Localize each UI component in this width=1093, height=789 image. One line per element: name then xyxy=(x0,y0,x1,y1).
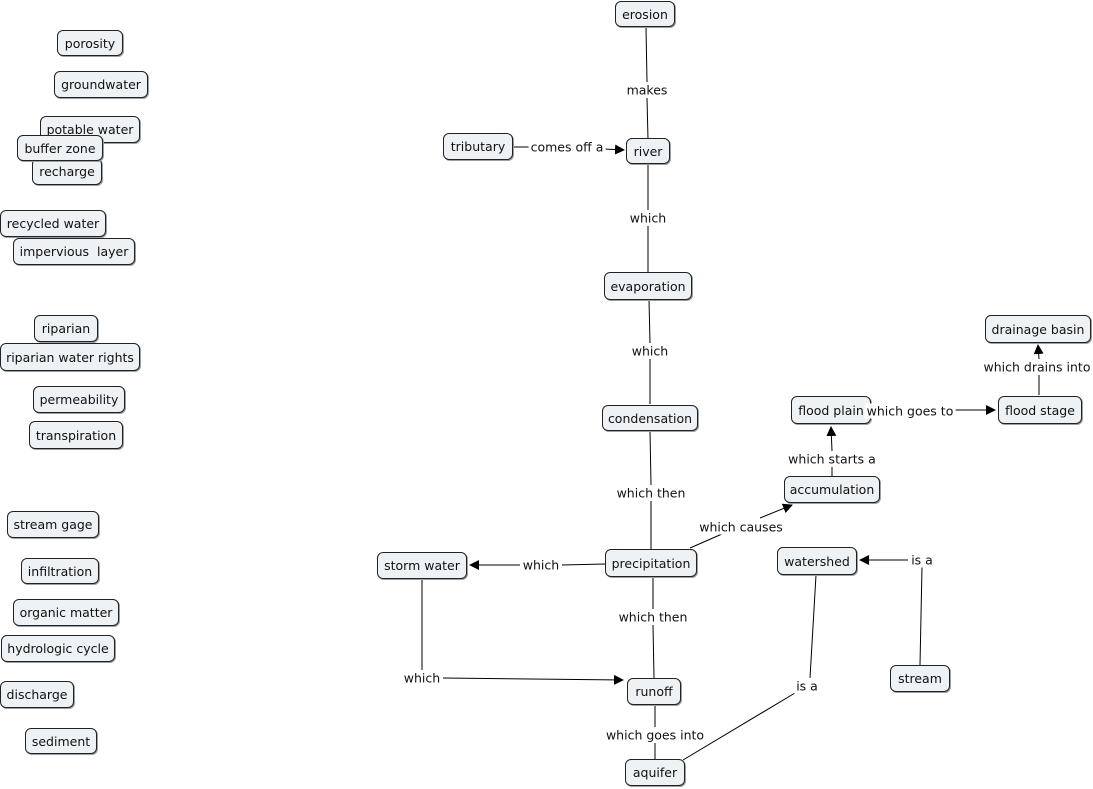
node-flood-plain[interactable]: flood plain xyxy=(791,396,871,424)
edge-line xyxy=(826,426,837,452)
node-porosity[interactable]: porosity xyxy=(57,30,123,56)
node-recharge[interactable]: recharge xyxy=(32,158,102,185)
edge-label-which-goes-into: which goes into xyxy=(603,727,707,743)
node-erosion[interactable]: erosion xyxy=(615,1,675,27)
edge-label-which-starts-a: which starts a xyxy=(786,451,878,467)
edge-label-which-then-precipitation-runoff: which then xyxy=(616,609,690,625)
node-infiltration[interactable]: infiltration xyxy=(21,558,99,584)
edge-line xyxy=(649,430,652,486)
node-impervious-layer[interactable]: impervious layer xyxy=(13,238,135,265)
node-riparian[interactable]: riparian xyxy=(34,315,98,342)
edge-label-which-causes: which causes xyxy=(697,519,785,535)
edge-line xyxy=(648,299,651,344)
node-groundwater[interactable]: groundwater xyxy=(54,71,148,98)
node-accumulation[interactable]: accumulation xyxy=(784,476,880,503)
node-flood-stage[interactable]: flood stage xyxy=(998,396,1082,424)
node-precipitation[interactable]: precipitation xyxy=(605,549,697,577)
node-tributary[interactable]: tributary xyxy=(443,133,513,160)
edge-line xyxy=(809,574,817,679)
node-organic-matter[interactable]: organic matter xyxy=(13,599,119,626)
edge-line xyxy=(645,26,648,83)
node-drainage-basin[interactable]: drainage basin xyxy=(985,315,1091,343)
node-buffer-zone[interactable]: buffer zone xyxy=(17,135,103,161)
node-stream[interactable]: stream xyxy=(890,665,950,692)
edge-line xyxy=(1033,344,1044,360)
edge-label-is-a-stream-watershed: is a xyxy=(909,552,935,568)
edge-label-which-drains-into: which drains into xyxy=(981,359,1093,375)
node-condensation[interactable]: condensation xyxy=(602,405,698,431)
node-riparian-water-rights[interactable]: riparian water rights xyxy=(0,343,140,371)
node-storm-water[interactable]: storm water xyxy=(377,552,467,579)
edge-label-which-evaporation-condensation: which xyxy=(629,343,671,359)
node-river[interactable]: river xyxy=(626,138,670,164)
node-runoff[interactable]: runoff xyxy=(627,678,681,705)
node-sediment[interactable]: sediment xyxy=(25,728,97,754)
edge-line xyxy=(919,566,923,666)
edge-label-which-then-condensation-precipitation: which then xyxy=(614,485,688,501)
node-watershed[interactable]: watershed xyxy=(777,547,857,575)
node-aquifer[interactable]: aquifer xyxy=(625,759,685,786)
edge-label-which-precipitation-storm-water: which xyxy=(520,557,562,573)
node-transpiration[interactable]: transpiration xyxy=(29,421,123,449)
edge-line xyxy=(603,144,625,155)
edge-line xyxy=(682,692,796,761)
edge-label-which-storm-water-runoff: which xyxy=(401,670,443,686)
edge-line xyxy=(561,563,606,566)
node-discharge[interactable]: discharge xyxy=(0,681,74,708)
edge-label-which-goes-to: which goes to xyxy=(864,403,956,419)
node-stream-gage[interactable]: stream gage xyxy=(7,511,99,538)
node-permeability[interactable]: permeability xyxy=(33,386,125,413)
edge-label-makes: makes xyxy=(624,82,670,98)
edge-label-which-river-evaporation: which xyxy=(627,210,669,226)
node-hydrologic-cycle[interactable]: hydrologic cycle xyxy=(1,635,115,662)
edge-line xyxy=(646,97,649,140)
edge-label-is-a-aquifer-watershed: is a xyxy=(794,678,820,694)
edge-label-comes-off-a: comes off a xyxy=(528,139,606,155)
node-recycled-water[interactable]: recycled water xyxy=(0,210,106,237)
node-evaporation[interactable]: evaporation xyxy=(604,272,692,300)
edge-line xyxy=(652,624,655,679)
edge-line xyxy=(689,533,723,549)
edge-line xyxy=(442,674,624,685)
edge-line xyxy=(759,503,793,519)
